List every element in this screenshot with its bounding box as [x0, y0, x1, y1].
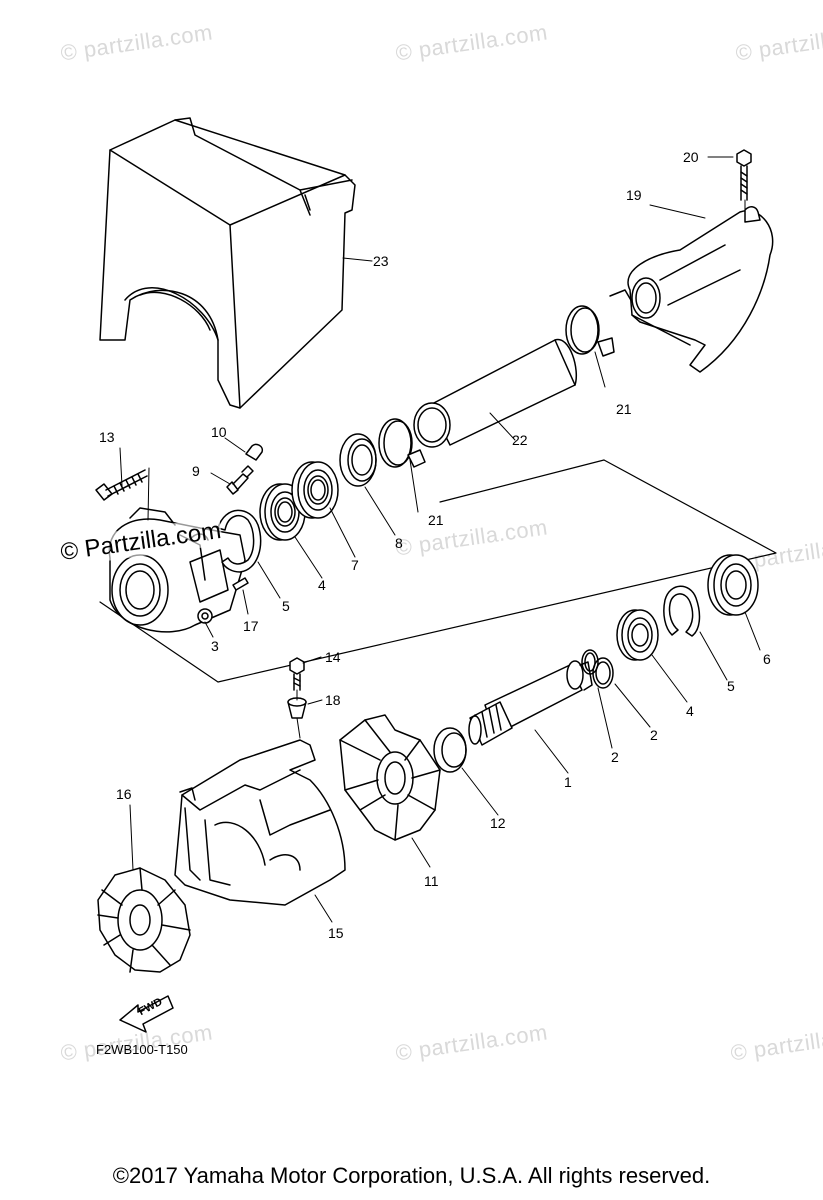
- part-5-circlip-upper: [217, 509, 262, 573]
- fwd-arrow-icon: [119, 995, 174, 1033]
- part-21-clamp-lower: [378, 418, 426, 468]
- part-15-duct: [174, 739, 346, 906]
- part-19-nozzle: [609, 206, 774, 373]
- callout-21: 21: [616, 401, 632, 417]
- callout-9: 9: [192, 463, 200, 479]
- part-5-circlip-lower: [663, 585, 701, 637]
- callout-7: 7: [351, 557, 359, 573]
- callout-17: 17: [243, 618, 259, 634]
- part-14-bolt: [289, 657, 305, 691]
- callout-1: 1: [564, 774, 572, 790]
- diagram-code: F2WB100-T150: [96, 1042, 188, 1057]
- callout-12: 12: [490, 815, 506, 831]
- exploded-frame-upper: [99, 459, 777, 683]
- callout-22: 22: [512, 432, 528, 448]
- part-12-collar: [433, 727, 467, 773]
- callout-21: 21: [428, 512, 444, 528]
- callout-5: 5: [727, 678, 735, 694]
- part-7-bearing: [291, 461, 339, 519]
- part-4-bearing-lower: [616, 609, 659, 661]
- callout-18: 18: [325, 692, 341, 708]
- part-23-cover: [99, 117, 356, 409]
- part-13-bolt: [95, 469, 148, 501]
- part-17-pin: [232, 577, 249, 591]
- part-8-seal: [339, 433, 377, 487]
- part-11-impeller: [339, 714, 441, 841]
- part-16-stator: [97, 867, 191, 973]
- callout-11: 11: [424, 873, 439, 889]
- callout-13: 13: [99, 429, 115, 445]
- part-10-cap: [245, 443, 264, 461]
- part-9-grease-nipple: [226, 465, 254, 495]
- part-18-collar: [287, 697, 307, 719]
- callout-3: 3: [211, 638, 219, 654]
- callout-4: 4: [318, 577, 326, 593]
- callout-2: 2: [611, 749, 619, 765]
- part-20-bolt: [736, 149, 752, 201]
- callout-5: 5: [282, 598, 290, 614]
- callout-16: 16: [116, 786, 132, 802]
- callout-19: 19: [626, 187, 642, 203]
- callout-10: 10: [211, 424, 227, 440]
- callout-20: 20: [683, 149, 699, 165]
- part-22-hose: [413, 338, 577, 448]
- callout-6: 6: [763, 651, 771, 667]
- leader-lines: [119, 156, 761, 923]
- callout-23: 23: [373, 253, 389, 269]
- part-21-clamp-upper: [565, 305, 615, 357]
- callout-4: 4: [686, 703, 694, 719]
- callout-14: 14: [325, 649, 341, 665]
- copyright-footer: ©2017 Yamaha Motor Corporation, U.S.A. A…: [112, 1163, 711, 1188]
- part-6-bearing: [707, 554, 759, 616]
- callout-15: 15: [328, 925, 344, 941]
- callout-8: 8: [395, 535, 403, 551]
- callout-2: 2: [650, 727, 658, 743]
- part-2-o-ring: [581, 649, 614, 689]
- exploded-axis-lines: [147, 199, 746, 739]
- part-1-shaft: [468, 660, 593, 746]
